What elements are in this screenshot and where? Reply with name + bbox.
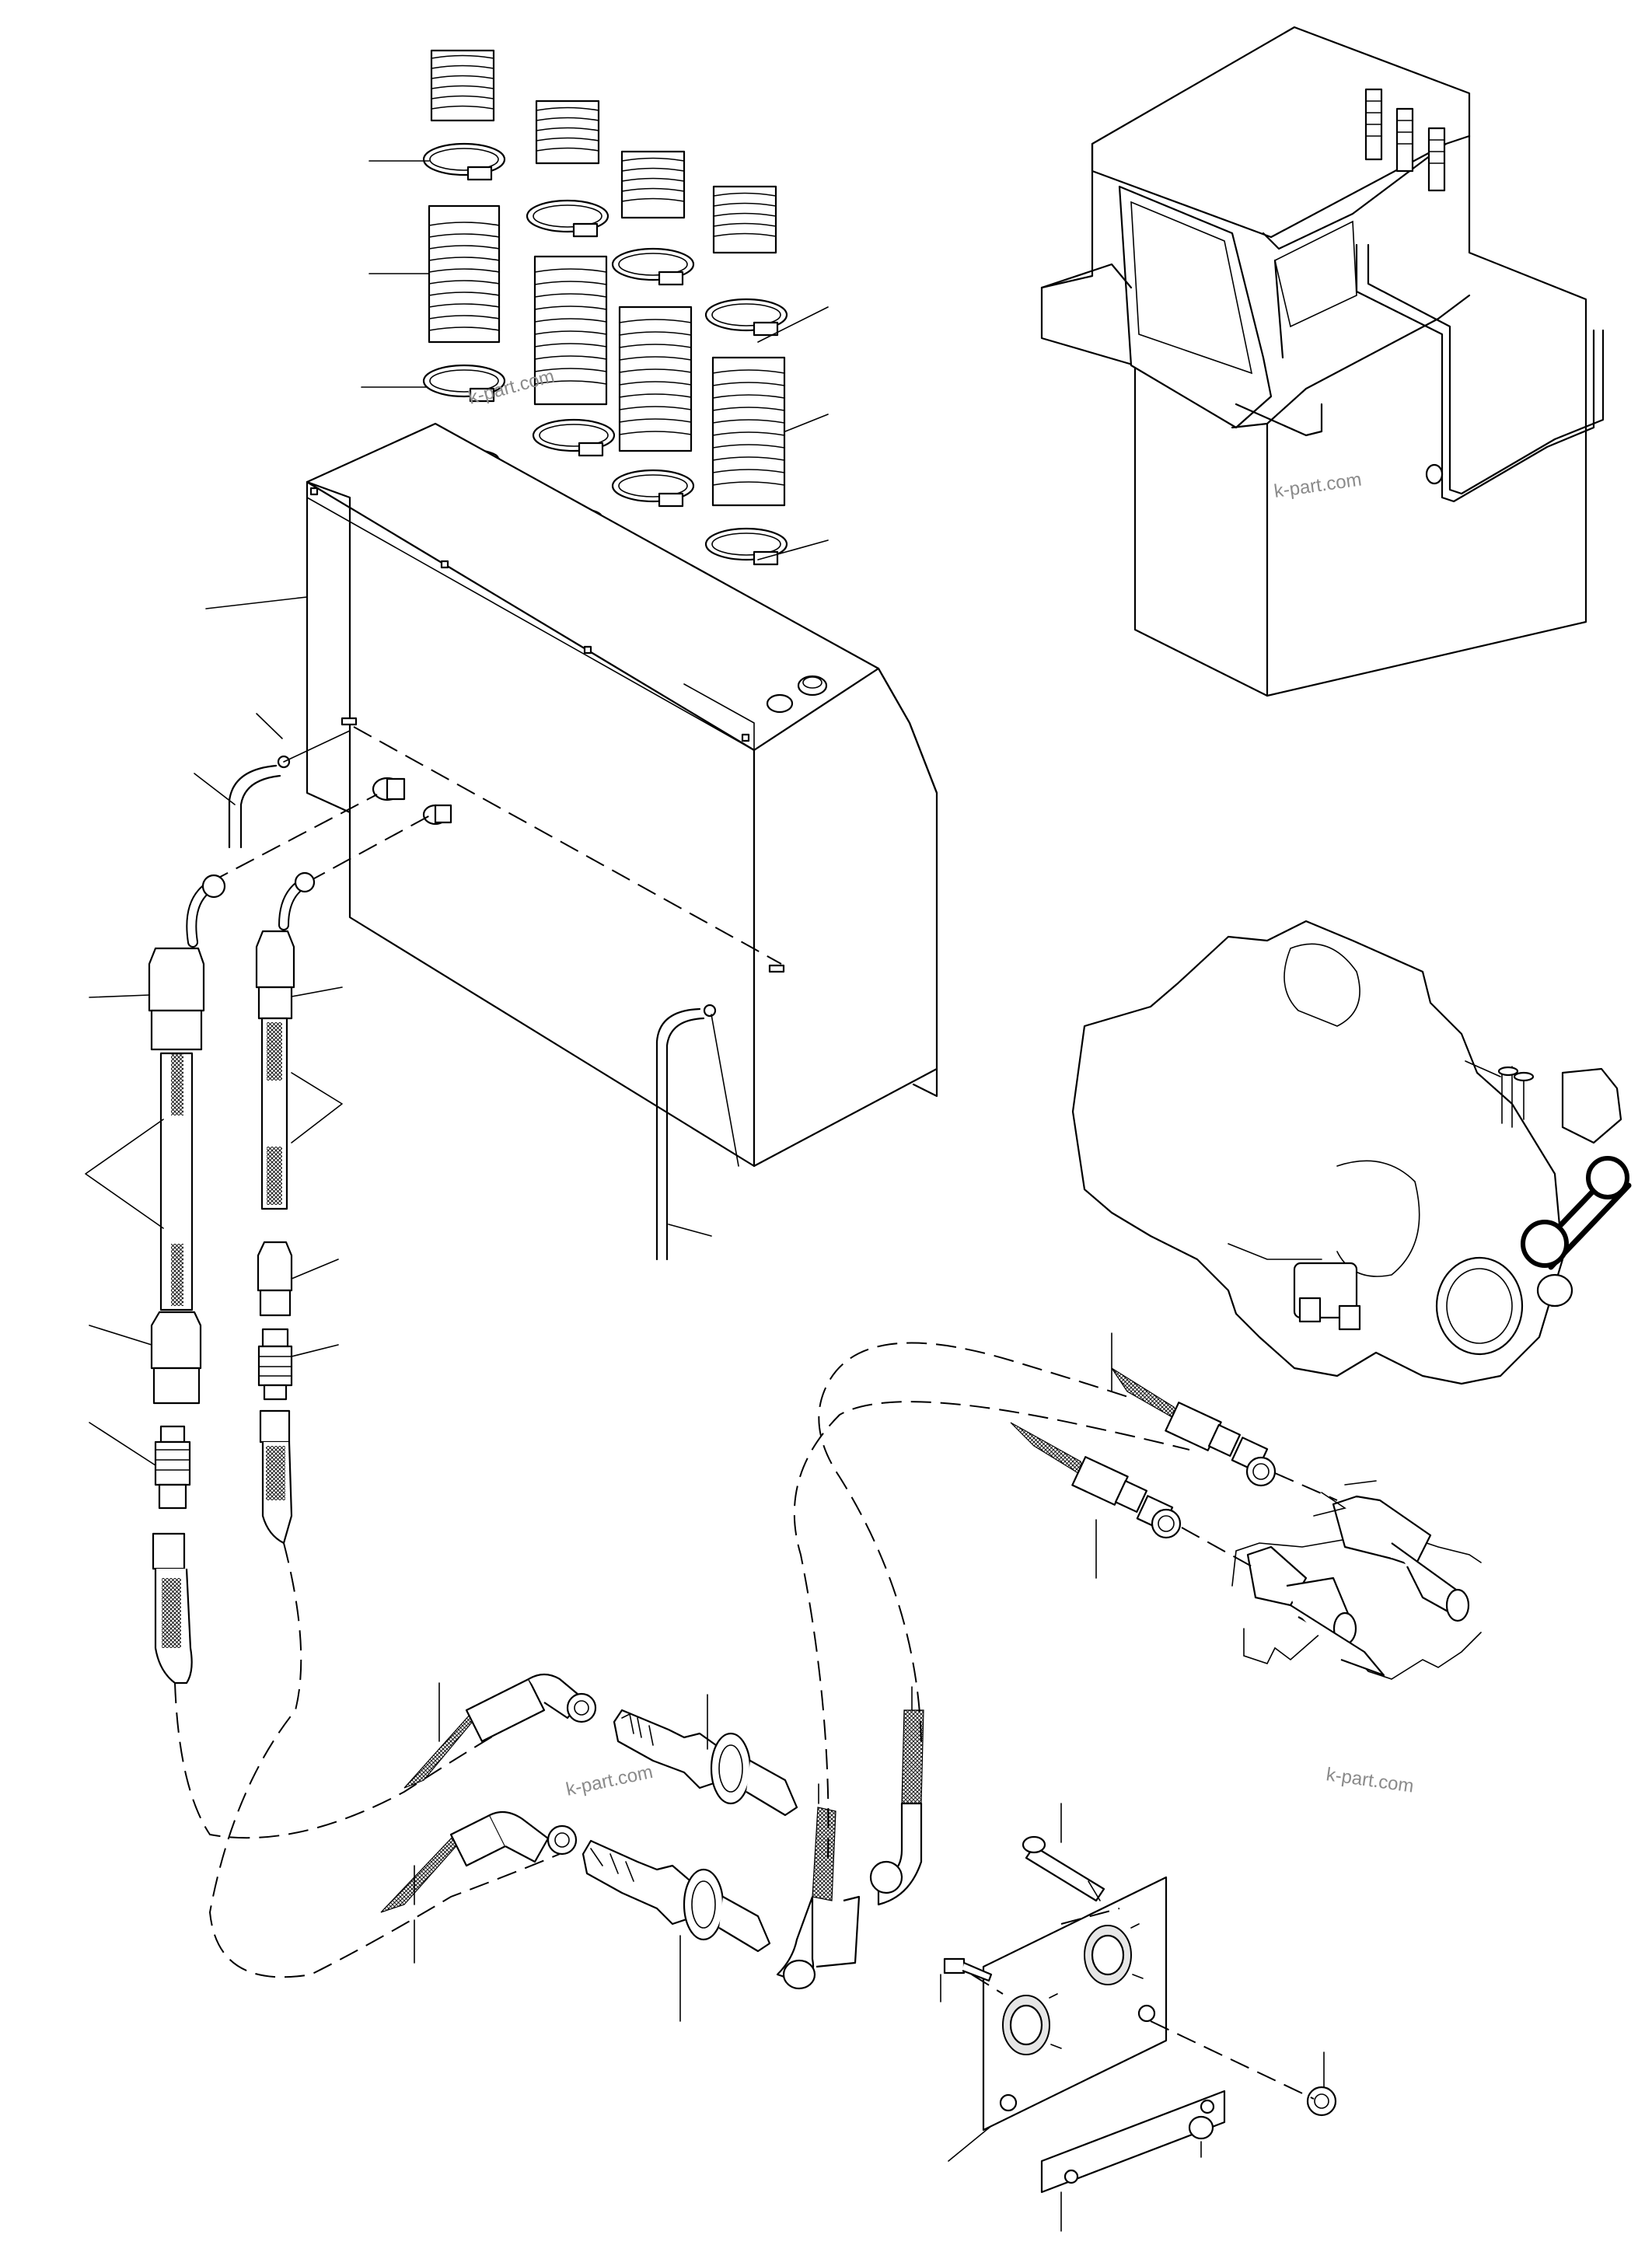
hose-fitting-icon (150, 1311, 202, 1405)
hydraulic-hose-left (148, 874, 226, 1685)
radiator-tank-icon (306, 422, 938, 1168)
hydraulic-hose-bottom-upper (403, 1673, 597, 1789)
callout-leaders (194, 160, 829, 805)
bulkhead-plate-icon (982, 1876, 1168, 2132)
vertical-pipes-icon (1364, 88, 1446, 192)
hose-bellows-icon (533, 255, 608, 406)
hose-bellows-icon (428, 204, 501, 344)
hose-fitting-icon (255, 930, 295, 1020)
hydraulic-hose-right-lower (1010, 1422, 1182, 1579)
hose-fitting-icon (1136, 1495, 1182, 1539)
cab-assembly-icon (1040, 26, 1605, 697)
hydraulic-hose-bulkhead (776, 1783, 861, 1990)
hose-fitting-icon (154, 1425, 191, 1510)
hydraulic-hose-middle (255, 871, 316, 1545)
quick-coupler-upper-icon (613, 1694, 798, 1817)
hose-fitting-icon (152, 1532, 186, 1570)
hydraulic-hose-right-upper (1111, 1332, 1277, 1487)
hydraulic-hose-bulkhead (869, 1686, 924, 1906)
backing-plate-icon (1040, 2090, 1226, 2232)
watermark-text: k-part.com (1325, 1764, 1415, 1797)
hose-fitting-icon (1231, 1437, 1277, 1487)
hose-clamp-icon (611, 469, 695, 508)
mounting-bolt-icon (940, 1957, 993, 2002)
hose-bellows-icon (618, 306, 693, 452)
hose-bellows-icon (620, 150, 686, 219)
quick-coupler-lower-icon (582, 1839, 771, 2022)
callout-leaders (85, 986, 343, 1466)
hose-bellows-icon (711, 356, 786, 507)
hose-clamp-icon (532, 418, 616, 457)
overflow-tube-icon (228, 717, 358, 849)
mounting-bolt-icon (1022, 1803, 1105, 1902)
valve-block-icon (1231, 1492, 1482, 1680)
hex-nut-icon (1188, 2115, 1214, 2158)
overflow-tube-icon (655, 964, 785, 1261)
watermark-text: k-part.com (564, 1761, 655, 1800)
valve-port-icon (1246, 1545, 1385, 1677)
valve-port-icon (1332, 1495, 1470, 1622)
hose-clamp-icon (422, 364, 506, 403)
hose-fitting-icon (148, 947, 205, 1051)
hose-fitting-icon (257, 1241, 293, 1317)
hose-clamp-icon (422, 142, 506, 181)
tank-fitting-icon (372, 777, 452, 826)
hose-bellows-icon (535, 100, 600, 165)
hydraulic-hose-bottom-lower (380, 1810, 578, 1964)
hose-clamp-icon (704, 527, 788, 566)
hose-bellows-icon (712, 185, 777, 254)
hose-clamp-icon (611, 247, 695, 286)
engine-assembly-icon (1071, 920, 1632, 1385)
hose-fitting-icon (257, 1328, 293, 1401)
hose-clamp-icon (526, 199, 609, 238)
hose-clamp-icon (704, 298, 788, 337)
hose-bellows-icon (430, 49, 495, 122)
hex-nut-icon (1306, 2051, 1337, 2117)
